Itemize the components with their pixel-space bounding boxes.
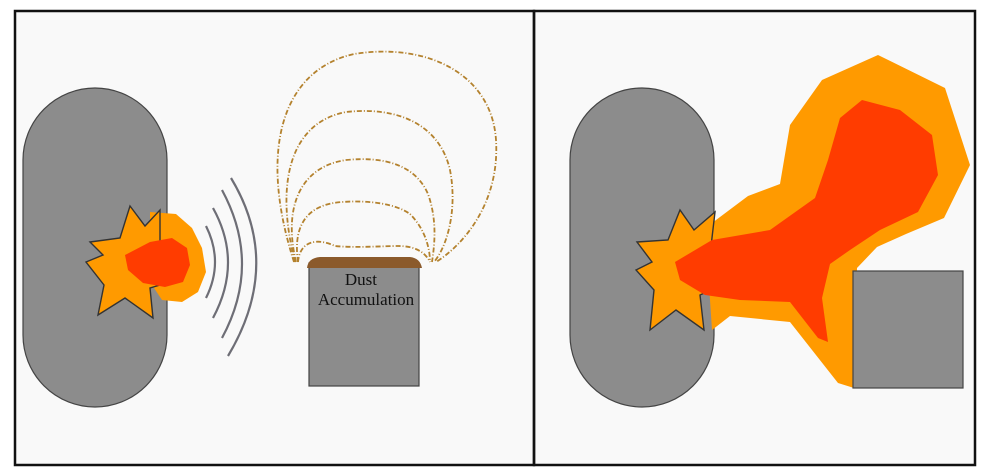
right-box — [853, 271, 963, 388]
dust-label-line-1: Dust — [345, 270, 377, 289]
dust-pile — [307, 257, 422, 268]
dust-label-line-2: Accumulation — [318, 290, 415, 309]
